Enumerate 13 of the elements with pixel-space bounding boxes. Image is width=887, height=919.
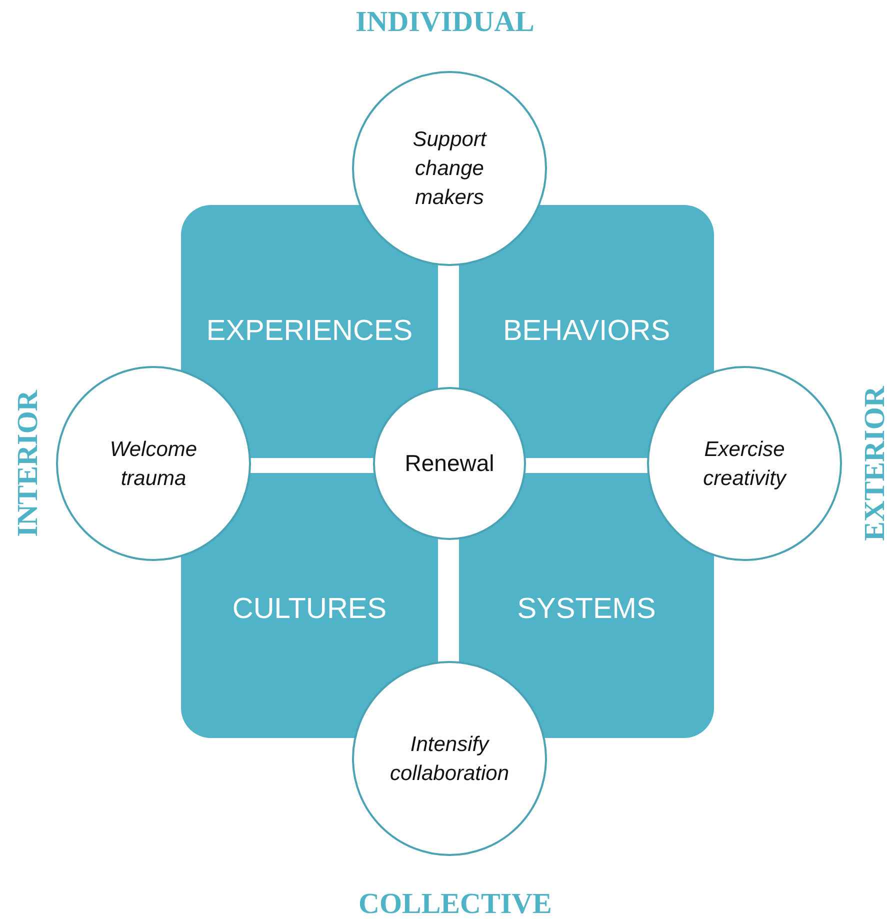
circle-text: Welcome trauma bbox=[108, 436, 198, 492]
quadrant-title: EXPERIENCES bbox=[205, 314, 414, 348]
quadrant-title: SYSTEMS bbox=[516, 592, 657, 626]
circle-text: Support change makers bbox=[412, 127, 488, 211]
circle-text: Intensify collaboration bbox=[388, 732, 510, 786]
axis-label: INDIVIDUAL bbox=[356, 6, 534, 38]
circle-text: Exercise creativity bbox=[702, 436, 788, 492]
axis-label: EXTERIOR bbox=[858, 386, 887, 540]
quadrant-title: BEHAVIORS bbox=[502, 314, 672, 348]
quadrant-title: CULTURES bbox=[231, 592, 388, 626]
axis-label: INTERIOR bbox=[11, 390, 44, 536]
circle-text: Renewal bbox=[404, 449, 494, 478]
axis-label: COLLECTIVE bbox=[358, 888, 552, 919]
